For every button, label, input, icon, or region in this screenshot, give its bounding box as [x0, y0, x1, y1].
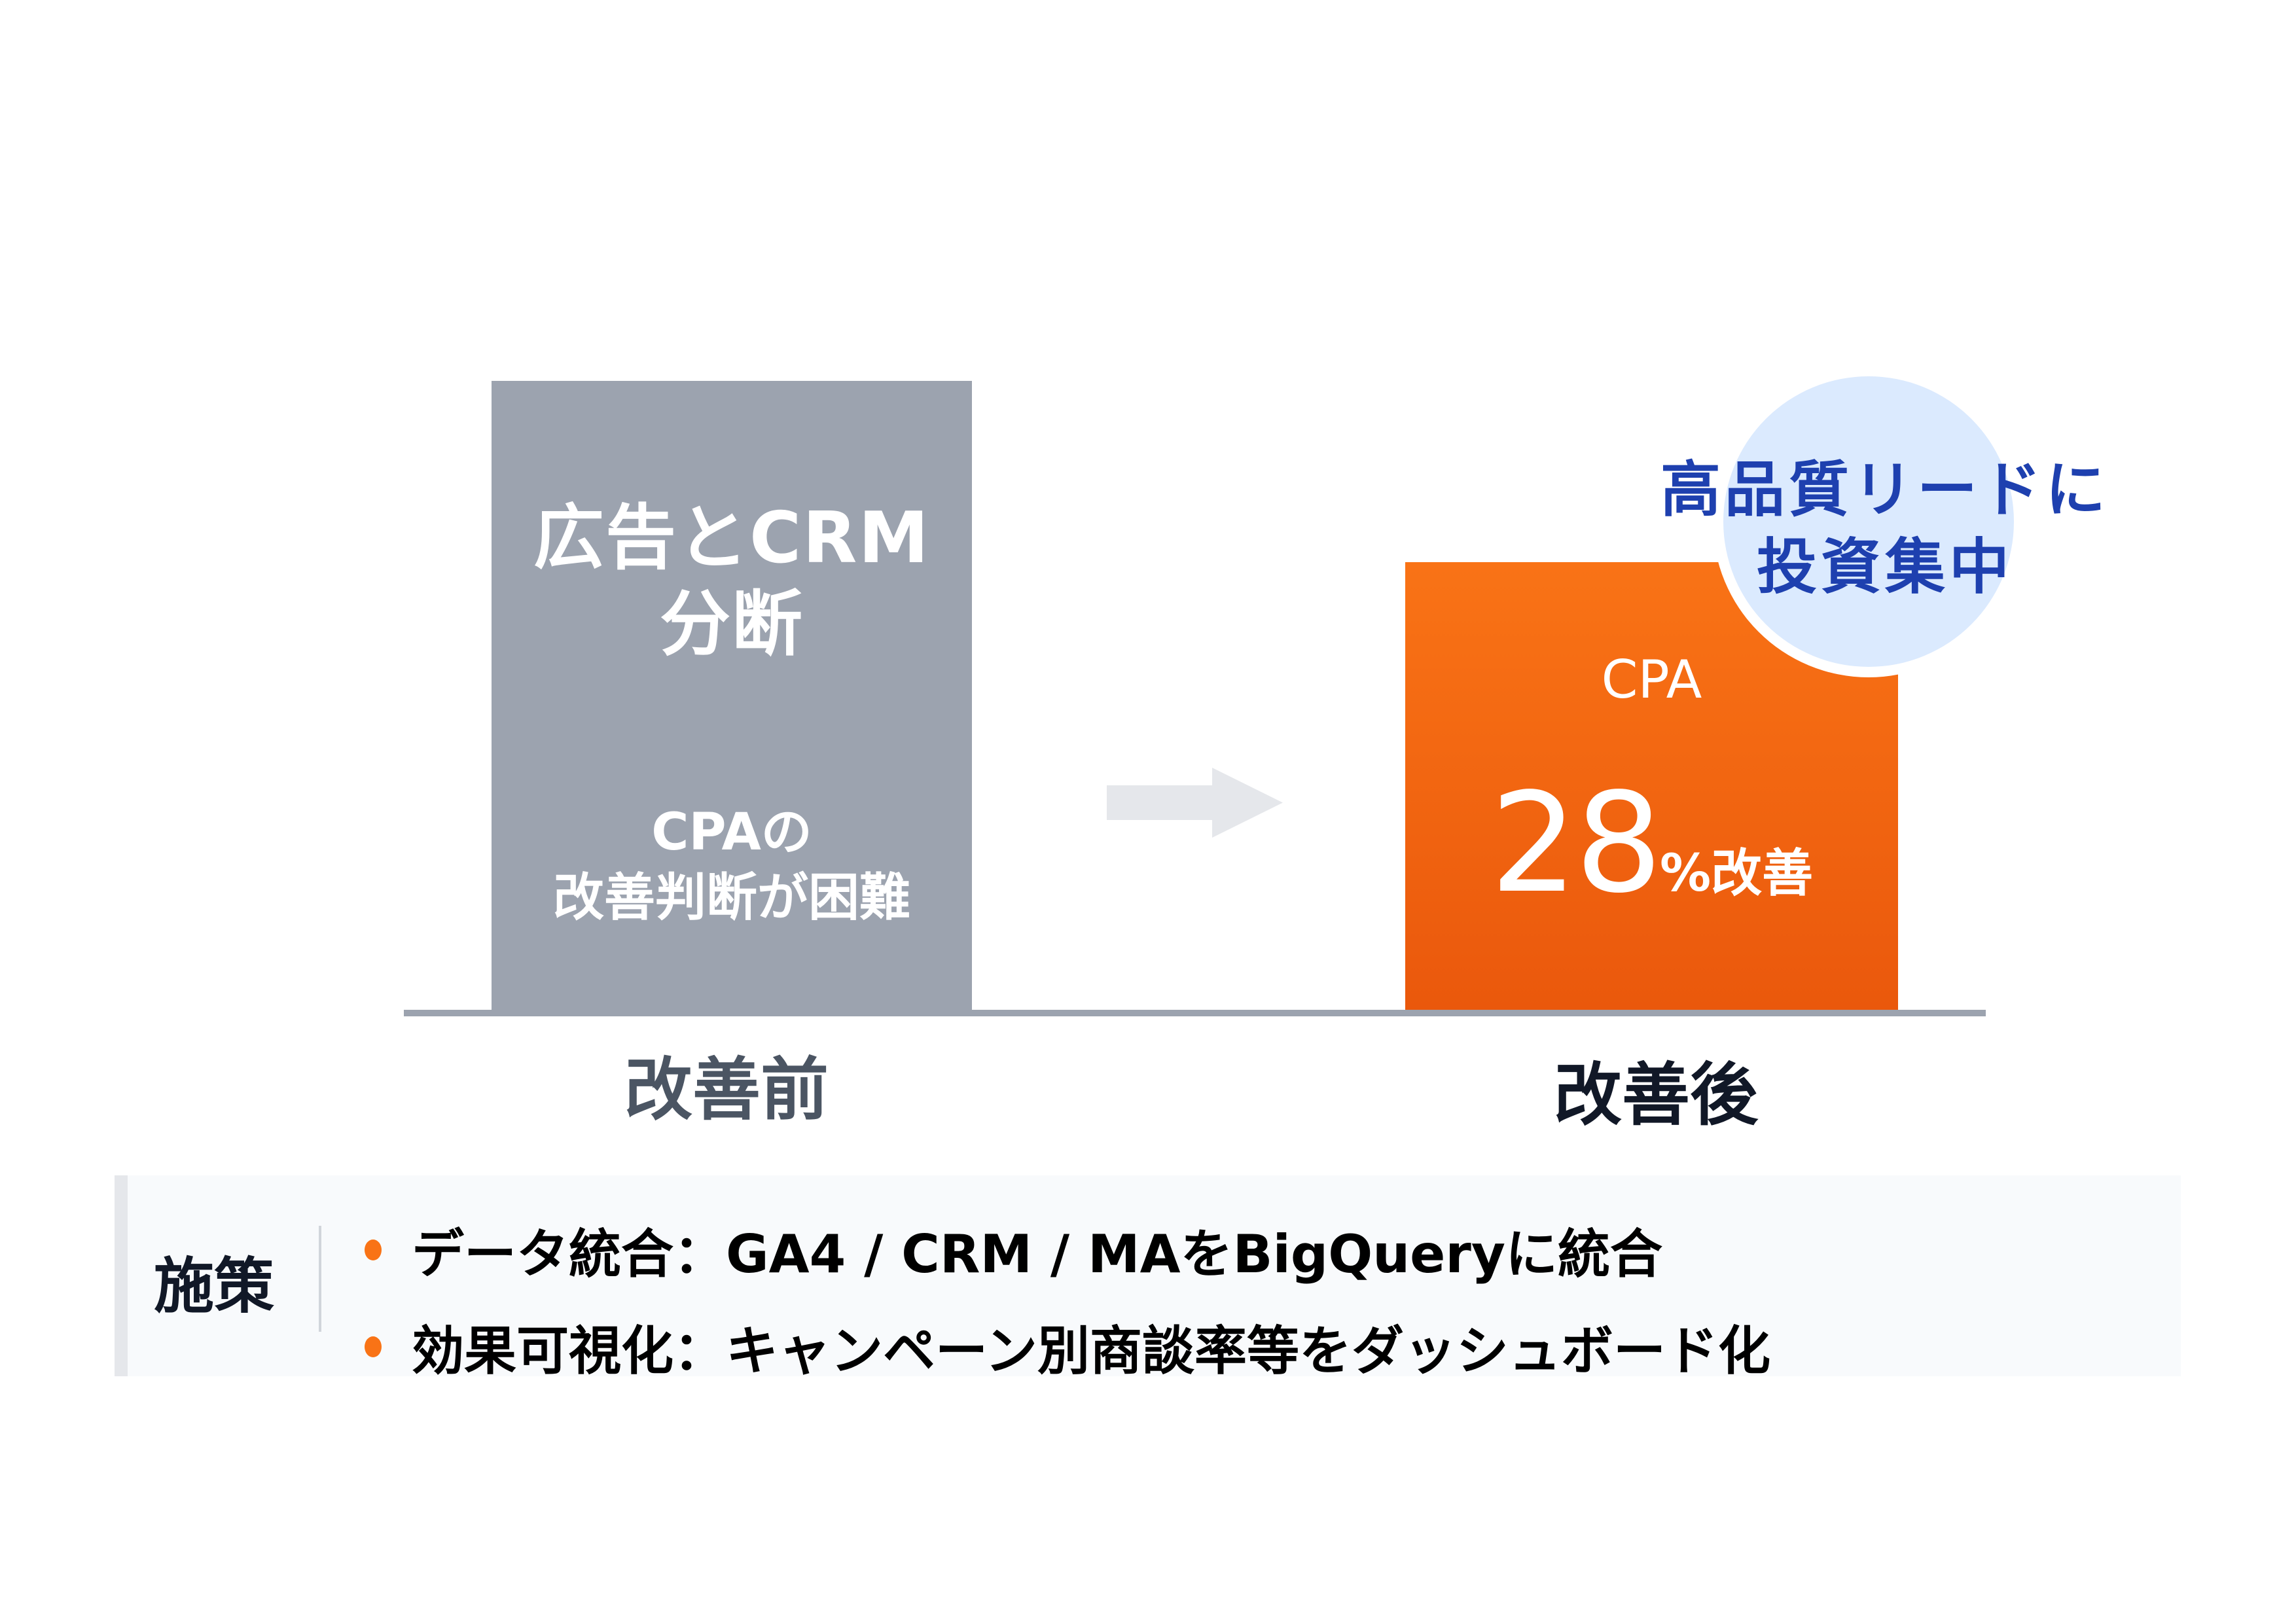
before-title-line2: 分断 [659, 584, 804, 666]
list-item: 効果可視化：キャンペーン別商談率等をダッシュボード化 [365, 1298, 1770, 1395]
after-improvement-value: 28 [1490, 763, 1662, 923]
callout-circle [1713, 366, 2024, 677]
bullet-icon [365, 1336, 382, 1357]
measures-divider [319, 1226, 321, 1332]
after-improvement: 28%改善 [1405, 772, 1898, 916]
right-arrow-icon [1107, 768, 1283, 838]
after-metric-label: CPA [1601, 649, 1702, 710]
list-item-text: データ統合：GA4 / CRM / MAをBigQueryに統合 [412, 1224, 1663, 1285]
label-before: 改善前 [624, 1050, 829, 1130]
before-title: 広告とCRM 分断 [492, 495, 972, 668]
label-after: 改善後 [1553, 1055, 1758, 1135]
measures-title: 施策 [154, 1251, 275, 1321]
before-title-line1: 広告とCRM [533, 497, 930, 579]
after-improvement-unit: %改善 [1660, 844, 1814, 903]
callout-line1: 高品質リードに [1660, 455, 2109, 525]
bullet-icon [365, 1240, 382, 1260]
callout-circle-fill [1723, 376, 2014, 667]
callout-line2: 投資集中 [1756, 532, 2013, 602]
before-sub-line2: 改善判断が困難 [552, 868, 910, 927]
list-item-text: 効果可視化：キャンペーン別商談率等をダッシュボード化 [412, 1321, 1770, 1382]
chart-baseline [404, 1010, 1986, 1016]
before-bar: 広告とCRM 分断 CPAの 改善判断が困難 [492, 381, 972, 1012]
measures-list: データ統合：GA4 / CRM / MAをBigQueryに統合 効果可視化：キ… [365, 1202, 1770, 1395]
measures-panel: 施策 データ統合：GA4 / CRM / MAをBigQueryに統合 効果可視… [115, 1175, 2181, 1382]
callout-text: 高品質リードに 投資集中 [1636, 452, 2134, 606]
list-item: データ統合：GA4 / CRM / MAをBigQueryに統合 [365, 1202, 1770, 1298]
before-subtitle: CPAの 改善判断が困難 [492, 800, 972, 931]
before-sub-line1: CPAの [651, 803, 812, 862]
